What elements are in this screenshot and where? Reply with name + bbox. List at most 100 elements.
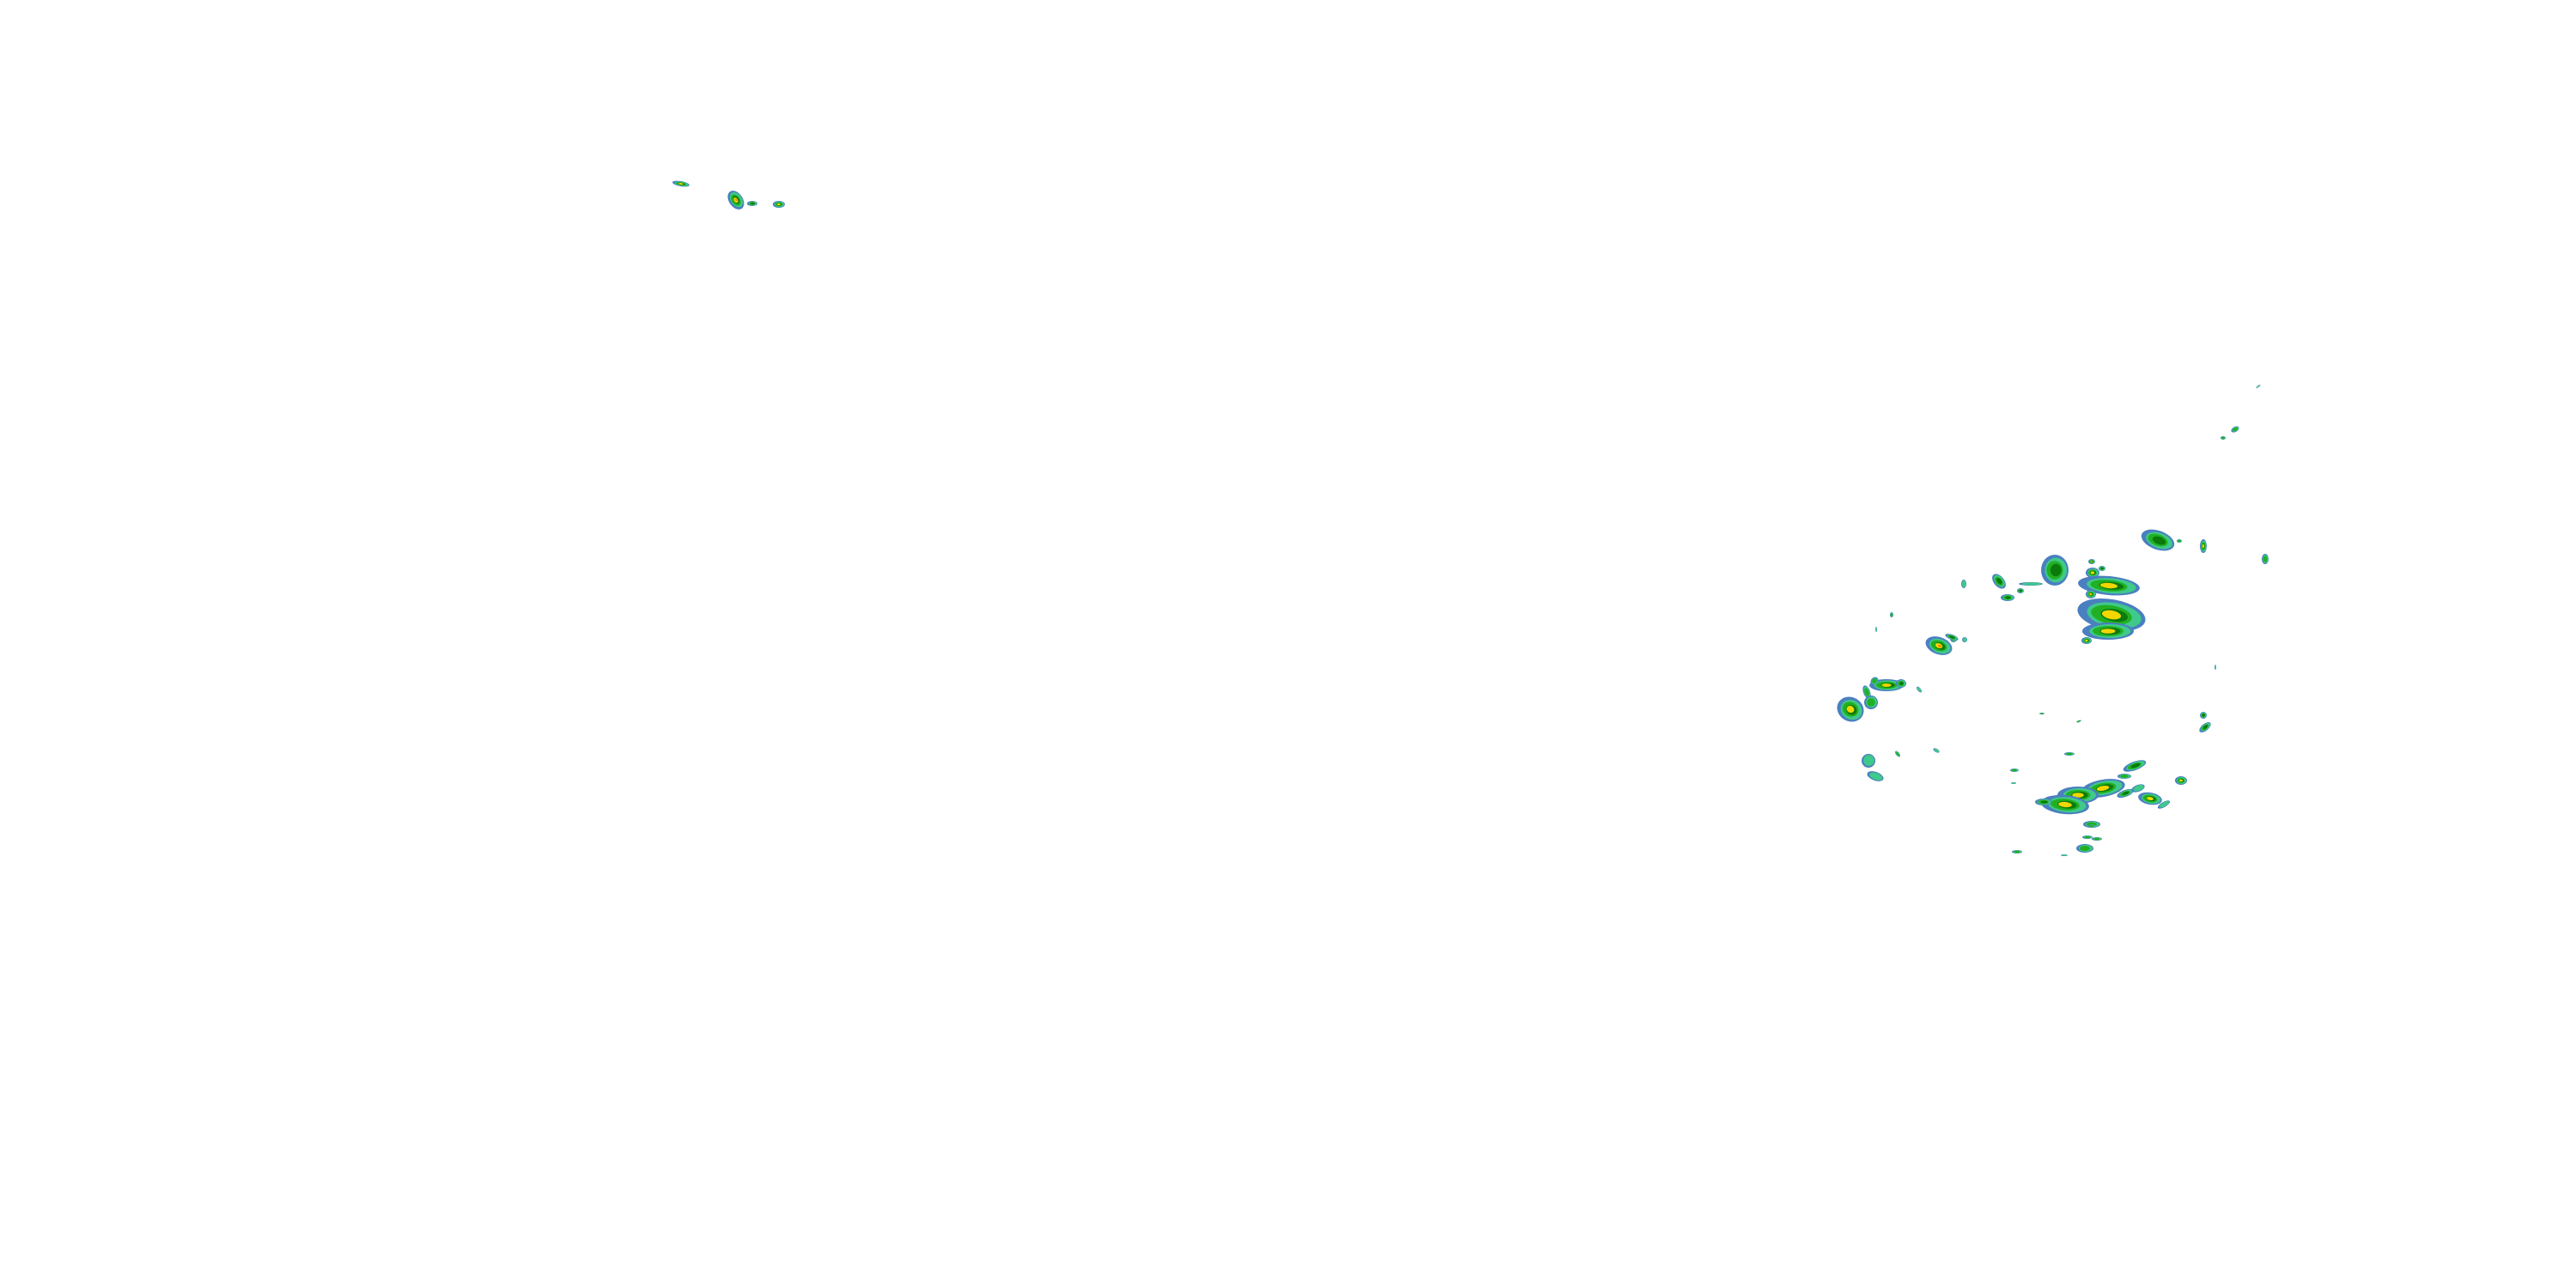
reflectivity-band (2040, 713, 2044, 714)
reflectivity-band (2179, 779, 2183, 782)
reflectivity-band (2221, 436, 2225, 440)
reflectivity-band (2014, 850, 2020, 854)
precipitation-cell (2076, 720, 2081, 723)
precipitation-cell (2175, 776, 2187, 785)
reflectivity-band (2096, 785, 2110, 792)
precipitation-cell (1875, 627, 1877, 632)
reflectivity-band (2202, 725, 2208, 729)
reflectivity-band (2147, 796, 2154, 801)
precipitation-cell (2141, 529, 2175, 551)
precipitation-cell (2012, 850, 2022, 854)
precipitation-cell (2138, 792, 2162, 805)
reflectivity-band (2077, 720, 2081, 722)
reflectivity-band (1938, 644, 1942, 647)
reflectivity-band (2062, 854, 2068, 856)
reflectivity-band (2090, 593, 2093, 595)
reflectivity-band (2066, 752, 2073, 756)
precipitation-cell (2064, 752, 2075, 756)
reflectivity-band (2085, 639, 2088, 642)
reflectivity-band (777, 203, 781, 206)
reflectivity-band (1872, 678, 1877, 683)
reflectivity-band (2084, 835, 2091, 839)
precipitation-cell (2011, 782, 2016, 784)
precipitation-cell (2123, 760, 2147, 772)
reflectivity-band (2120, 775, 2129, 778)
reflectivity-band (1881, 683, 1892, 687)
reflectivity-band (2215, 665, 2216, 670)
precipitation-cell (1862, 685, 1871, 699)
reflectivity-band (2080, 846, 2090, 851)
precipitation-cell (2215, 665, 2216, 670)
reflectivity-band (1961, 580, 1966, 587)
reflectivity-band (1867, 698, 1875, 707)
reflectivity-band (2159, 800, 2170, 808)
reflectivity-band (1917, 687, 1922, 692)
reflectivity-band (750, 202, 755, 205)
precipitation-cell (2041, 555, 2069, 586)
precipitation-cell (2019, 582, 2043, 586)
precipitation-cell (2256, 384, 2261, 389)
precipitation-cell (2086, 590, 2096, 598)
reflectivity-band (2072, 793, 2084, 798)
reflectivity-band (1846, 705, 1855, 714)
precipitation-cell (2010, 769, 2019, 772)
precipitation-cell (2117, 788, 2134, 799)
precipitation-cell (2041, 794, 2089, 815)
reflectivity-band (1864, 688, 1869, 696)
reflectivity-band (1899, 682, 1904, 685)
precipitation-cell (2200, 712, 2207, 719)
reflectivity-band (2093, 837, 2100, 841)
reflectivity-band (2257, 385, 2261, 388)
precipitation-cell (2157, 800, 2171, 809)
reflectivity-band (2233, 427, 2238, 432)
reflectivity-band (1996, 578, 2002, 585)
precipitation-cell (1890, 612, 1893, 617)
precipitation-cell (747, 201, 757, 206)
precipitation-cell (773, 201, 785, 208)
reflectivity-band (1962, 637, 1967, 642)
reflectivity-band (2019, 589, 2022, 592)
precipitation-cell (2199, 722, 2211, 732)
reflectivity-band (2005, 596, 2011, 599)
reflectivity-band (2050, 563, 2062, 577)
reflectivity-band (2122, 791, 2129, 795)
precipitation-cell (2001, 594, 2014, 601)
precipitation-cell (1896, 679, 1906, 688)
precipitation-cell (1992, 574, 2006, 589)
reflectivity-band (1949, 635, 1955, 639)
reflectivity-band (2202, 714, 2205, 717)
precipitation-cell (1962, 637, 1967, 642)
precipitation-cell (2035, 799, 2052, 805)
precipitation-cell (2086, 568, 2099, 578)
reflectivity-band (2178, 539, 2181, 543)
precipitation-cell (1870, 677, 1879, 685)
precipitation-cell (2076, 844, 2093, 853)
precipitation-cell (2017, 588, 2024, 593)
reflectivity-band (2202, 544, 2205, 549)
reflectivity-band (678, 183, 683, 185)
reflectivity-band (2090, 571, 2095, 574)
precipitation-cell (2200, 539, 2207, 553)
reflectivity-band (2089, 824, 2094, 828)
reflectivity-band (1863, 755, 1874, 766)
reflectivity-band (735, 198, 738, 202)
precipitation-cell (1862, 754, 1875, 769)
precipitation-cell (1869, 679, 1904, 691)
precipitation-cell (2262, 554, 2269, 564)
reflectivity-band (2021, 582, 2042, 586)
precipitation-cell (2082, 623, 2134, 640)
precipitation-cell (2082, 835, 2093, 839)
precipitation-cell (2061, 854, 2068, 856)
reflectivity-band (2100, 629, 2116, 634)
reflectivity-band (1934, 749, 1940, 753)
precipitation-cell (1895, 750, 1900, 757)
reflectivity-band (1890, 613, 1893, 617)
precipitation-cell (2081, 637, 2092, 644)
reflectivity-band (2130, 762, 2141, 769)
precipitation-cell (672, 180, 690, 187)
precipitation-cell (2088, 824, 2095, 828)
precipitation-cell (1945, 634, 1959, 641)
reflectivity-band (2101, 610, 2122, 620)
reflectivity-band (2058, 801, 2072, 808)
